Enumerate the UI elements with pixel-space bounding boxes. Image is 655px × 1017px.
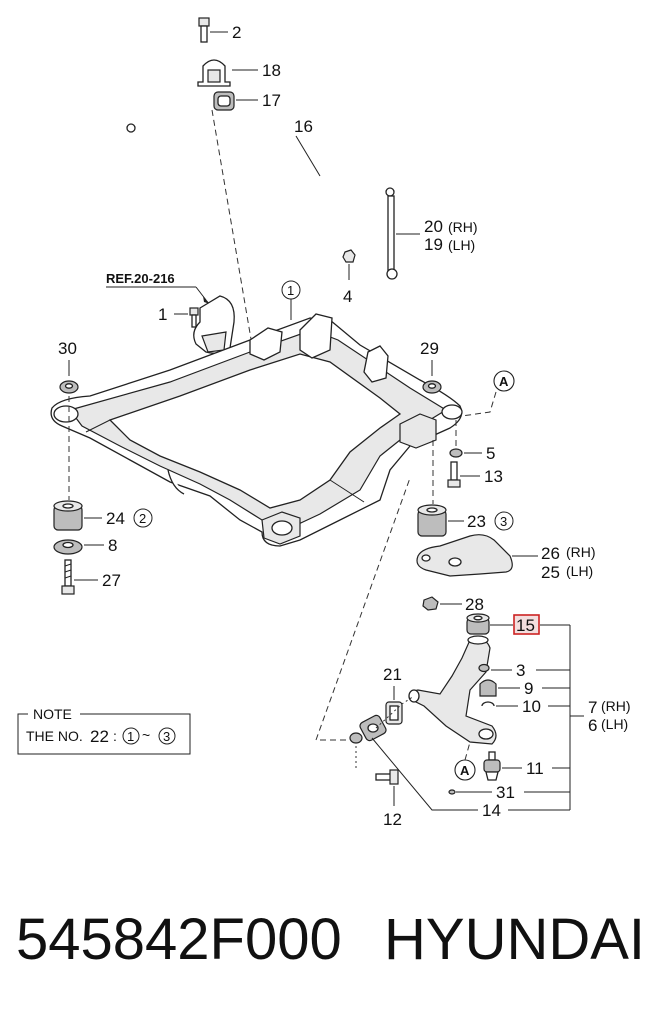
label-lh-6: (LH)	[601, 716, 628, 732]
callout-23: 23	[467, 512, 486, 531]
callout-28: 28	[465, 595, 484, 614]
bushing-23	[417, 504, 447, 537]
note-colon: :	[113, 728, 117, 744]
circled-3: 3	[500, 514, 507, 529]
clamp-18	[197, 59, 231, 87]
note-box: NOTE THE NO. 22 : 1 ~ 3	[17, 706, 191, 755]
callout-3: 3	[516, 661, 525, 680]
bolt-27	[61, 559, 75, 595]
ball-joint-boot-9	[479, 679, 497, 697]
right-mount-stack: 29 A 5 13 23 3	[417, 339, 515, 537]
label-lh-25: (LH)	[566, 563, 593, 579]
brand-name: HYUNDAI	[384, 907, 646, 972]
callout-12: 12	[383, 810, 402, 829]
nut-4	[342, 249, 356, 263]
footer: 545842F000 HYUNDAI	[0, 900, 655, 980]
circled-2: 2	[139, 511, 146, 526]
note-prefix: THE NO.	[26, 728, 83, 744]
bolt-1	[189, 307, 199, 328]
label-rh-7: (RH)	[601, 698, 631, 714]
bolt-13	[447, 461, 461, 488]
engine-mount-bracket	[193, 295, 235, 354]
note-title: NOTE	[33, 706, 72, 722]
callout-1-left: 1	[158, 305, 167, 324]
bushing-17	[213, 91, 235, 111]
callout-13: 13	[484, 467, 503, 486]
nut-3	[478, 663, 490, 673]
callout-24: 24	[106, 509, 125, 528]
note-number: 22	[90, 727, 109, 746]
reference-label: REF.20-216	[106, 271, 175, 286]
callout-25: 25	[541, 563, 560, 582]
bushing-15	[466, 613, 490, 635]
bushing-21	[385, 701, 403, 725]
nut-28	[422, 596, 439, 611]
callout-31: 31	[496, 783, 515, 802]
callout-5: 5	[486, 444, 495, 463]
highlight-box-15	[513, 614, 540, 635]
circled-a-bottom: A	[460, 763, 470, 778]
note-tilde: ~	[142, 727, 150, 743]
callout-14: 14	[482, 801, 501, 820]
ball-joint-11	[483, 751, 501, 781]
callout-4: 4	[343, 287, 352, 306]
callout-26: 26	[541, 544, 560, 563]
circled-a-top: A	[499, 374, 509, 389]
front-subframe	[50, 313, 463, 547]
callout-27: 27	[102, 571, 121, 590]
callout-15: 15	[516, 616, 535, 635]
note-circled-3: 3	[163, 729, 170, 744]
label-rh-26: (RH)	[566, 544, 596, 560]
bracket-26-25	[416, 534, 513, 577]
bushing-24	[53, 500, 83, 531]
bolt-12	[375, 769, 399, 785]
left-mount-stack: 30 24 2 8 27	[53, 339, 153, 595]
callout-2: 2	[232, 23, 241, 42]
note-circled-1: 1	[127, 729, 134, 744]
nut-5	[449, 448, 463, 458]
circled-1-top: 1	[287, 283, 294, 298]
stabilizer-bar-group: 2 18 17 16 20 (RH) 19 (LH)	[126, 17, 478, 346]
callout-21: 21	[383, 665, 402, 684]
callout-30: 30	[58, 339, 77, 358]
callout-10: 10	[522, 697, 541, 716]
callout-16: 16	[294, 117, 313, 136]
callout-8: 8	[108, 536, 117, 555]
label-lh-19: (LH)	[448, 237, 475, 253]
callout-6: 6	[588, 716, 597, 735]
washer-8	[53, 539, 83, 555]
callout-17: 17	[262, 91, 281, 110]
exploded-parts-diagram: 2 18 17 16 20 (RH) 19 (LH)	[17, 17, 631, 829]
part-number: 545842F000	[16, 907, 342, 972]
callout-11: 11	[526, 759, 544, 778]
callout-19: 19	[424, 235, 443, 254]
callout-18: 18	[262, 61, 281, 80]
rear-bushing-22	[359, 714, 387, 742]
callout-9: 9	[524, 679, 533, 698]
label-rh-20: (RH)	[448, 219, 478, 235]
callout-20: 20	[424, 217, 443, 236]
stabilizer-link	[385, 187, 398, 280]
callout-29: 29	[420, 339, 439, 358]
bolt-2	[198, 17, 210, 43]
callout-7: 7	[588, 698, 597, 717]
lower-arm-group: 15 3 9 10 11 A	[315, 477, 631, 829]
